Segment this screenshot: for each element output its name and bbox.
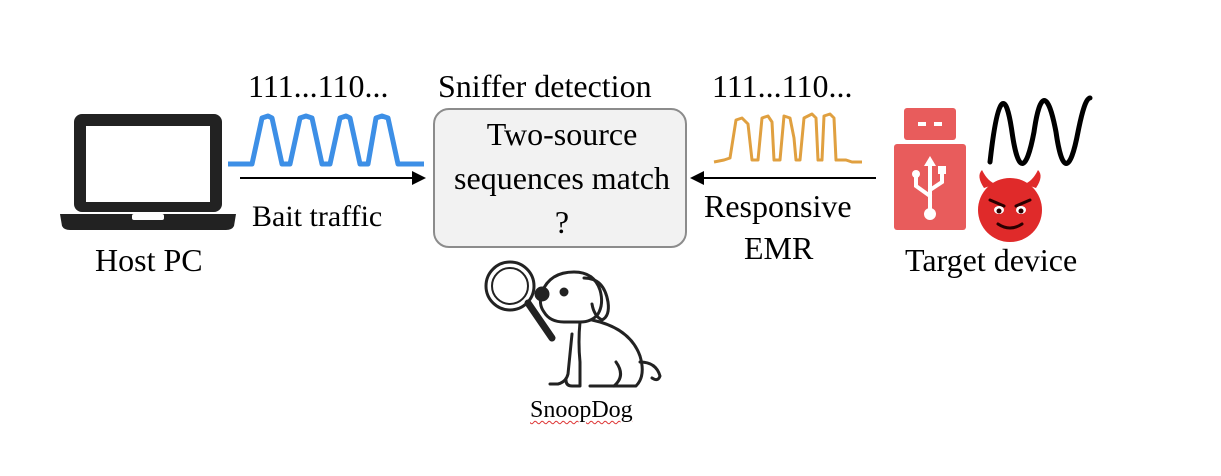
sine-wave-icon	[984, 92, 1094, 174]
bait-traffic-label: Bait traffic	[252, 200, 383, 233]
host-pc-label: Host PC	[95, 242, 203, 278]
usb-drive-icon	[894, 108, 966, 230]
target-device-label: Target device	[905, 242, 1078, 278]
left-bit-sequence: 111...110...	[248, 68, 389, 104]
dog-with-magnifier-icon	[480, 258, 665, 393]
laptop-icon	[58, 110, 238, 230]
responsive-emr-label-line1: Responsive	[704, 188, 852, 224]
sniffer-detection-title: Sniffer detection	[438, 68, 652, 104]
right-bit-sequence: 111...110...	[712, 68, 853, 104]
devil-face-icon	[974, 168, 1046, 242]
box-line-3: ?	[554, 204, 570, 240]
snoopdog-label: SnoopDog	[530, 397, 633, 423]
responsive-emr-label-line2: EMR	[744, 230, 814, 266]
sequence-match-box: Two-source sequences match ?	[433, 108, 687, 248]
box-line-1: Two-source	[486, 116, 638, 152]
box-line-2: sequences match	[454, 160, 670, 196]
